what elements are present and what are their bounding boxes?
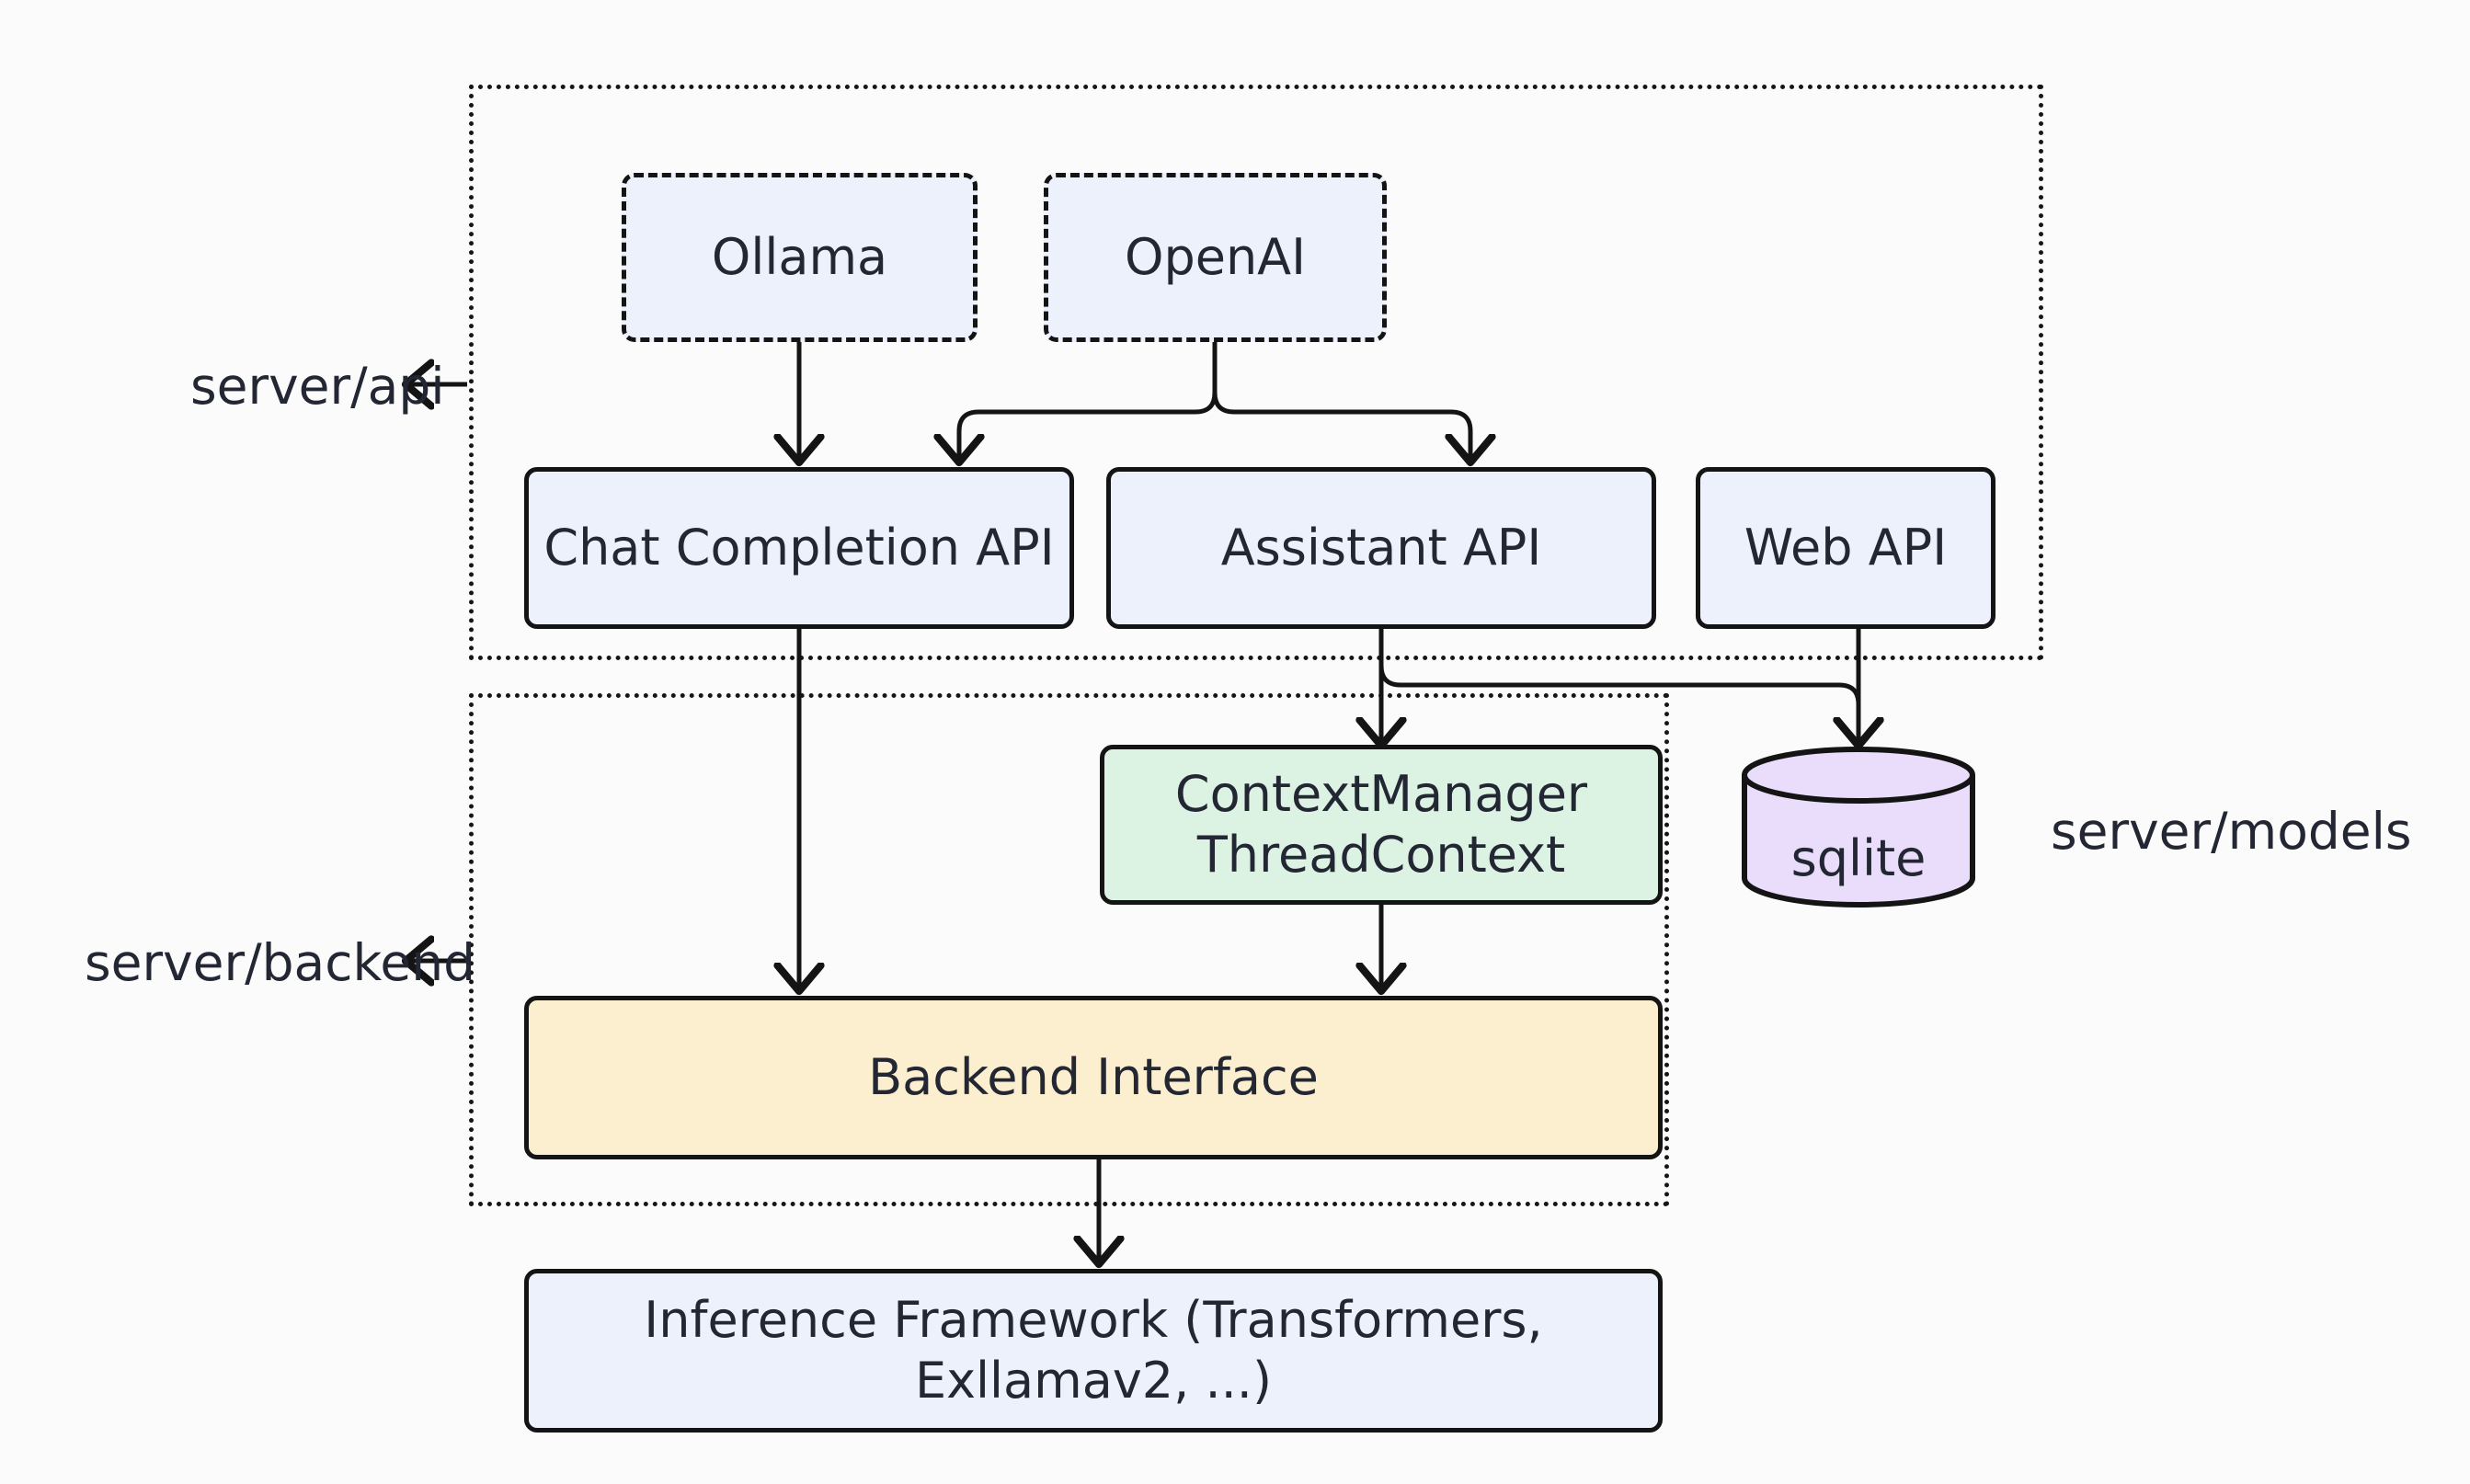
node-context-manager[interactable]: ContextManager ThreadContext (1100, 745, 1663, 905)
node-chat-completion-api-label: Chat Completion API (543, 519, 1055, 577)
node-assistant-api-label: Assistant API (1220, 519, 1542, 577)
node-backend-interface[interactable]: Backend Interface (524, 996, 1663, 1159)
node-sqlite-label: sqlite (1790, 829, 1927, 887)
sqlite-cylinder-shape (1742, 747, 1975, 908)
node-backend-interface-label: Backend Interface (868, 1048, 1319, 1107)
node-openai-label: OpenAI (1124, 228, 1307, 287)
node-inference-framework[interactable]: Inference Framework (Transformers, Exlla… (524, 1269, 1663, 1433)
node-web-api[interactable]: Web API (1696, 467, 1995, 629)
label-server-backend: server/backend (85, 933, 475, 992)
node-sqlite[interactable]: sqlite (1740, 745, 1977, 908)
group-server-backend (469, 693, 1669, 1206)
node-web-api-label: Web API (1744, 519, 1948, 577)
node-chat-completion-api[interactable]: Chat Completion API (524, 467, 1074, 629)
node-inference-framework-label: Inference Framework (Transformers, Exlla… (644, 1291, 1543, 1410)
label-server-models: server/models (2051, 802, 2412, 861)
node-assistant-api[interactable]: Assistant API (1106, 467, 1656, 629)
group-server-api (469, 85, 2043, 660)
node-openai[interactable]: OpenAI (1044, 173, 1387, 342)
node-context-manager-label: ContextManager ThreadContext (1174, 765, 1588, 884)
label-server-api: server/api (190, 357, 445, 416)
node-ollama-label: Ollama (711, 228, 888, 287)
node-ollama[interactable]: Ollama (622, 173, 978, 342)
